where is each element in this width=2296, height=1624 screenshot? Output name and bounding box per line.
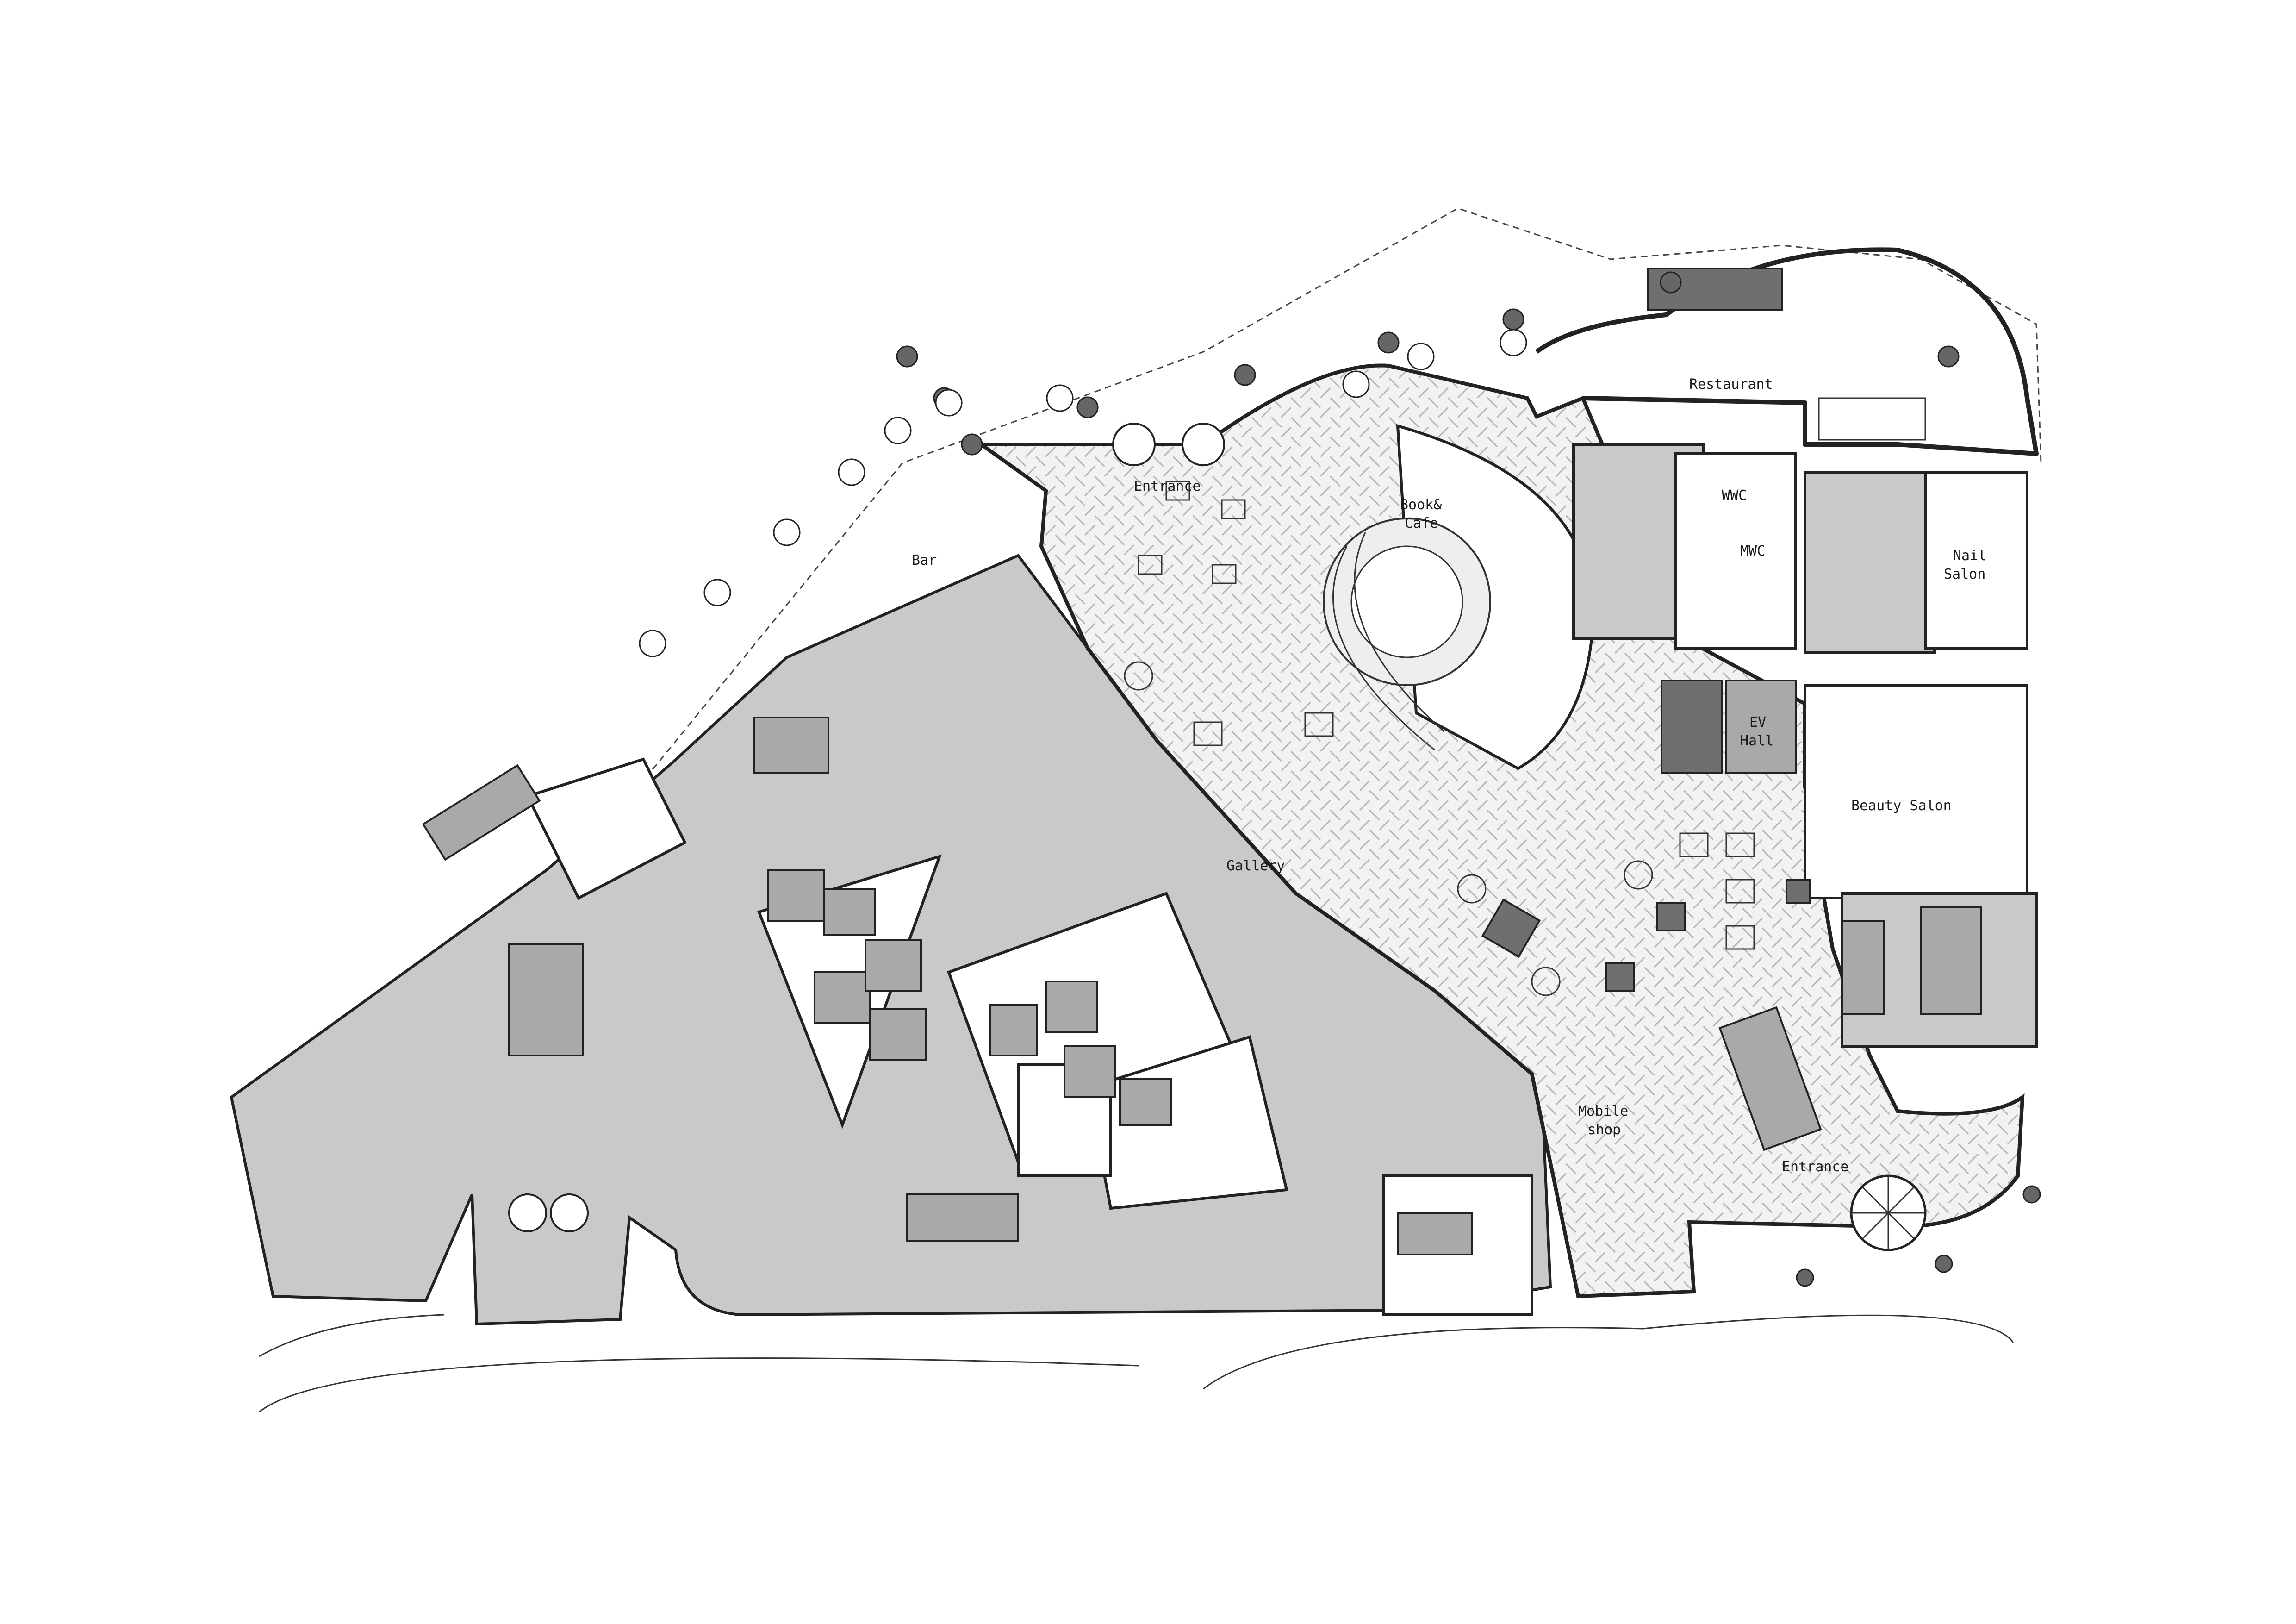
label-book-cafe-1: Book&	[1400, 497, 1442, 513]
escalator-icon	[422, 764, 541, 861]
escalator-south	[1718, 1006, 1822, 1151]
label-mobile-shop-2: shop	[1587, 1122, 1621, 1138]
label-restaurant: Restaurant	[1689, 376, 1773, 393]
label-ev-hall-1: EV	[1749, 714, 1766, 731]
label-gallery: Gallery	[1226, 858, 1285, 874]
book-cafe-area	[1323, 424, 1594, 770]
stair-icon	[753, 717, 829, 774]
elevator-icon	[508, 943, 584, 1056]
stair-icon	[1920, 906, 1982, 1015]
escalator-icon	[906, 1193, 1019, 1242]
label-nail-salon-1: Nail	[1953, 548, 1986, 564]
tree-icon	[896, 271, 2041, 1287]
revolving-door-icon	[508, 423, 1225, 1232]
label-ev-hall-2: Hall	[1740, 733, 1773, 749]
label-beauty-salon: Beauty Salon	[1851, 798, 1952, 814]
label-bar: Bar	[912, 552, 937, 568]
escalator-icon	[1718, 1006, 1822, 1151]
spiral-stair-icon	[1850, 1174, 1927, 1251]
label-nail-salon-2: Salon	[1944, 566, 1985, 582]
restaurant-wing	[1535, 247, 2039, 456]
label-book-cafe-2: Cafe	[1405, 515, 1438, 531]
stair-icon	[1397, 1212, 1473, 1255]
label-entrance-south: Entrance	[1782, 1159, 1849, 1175]
label-mobile-shop-1: Mobile	[1578, 1103, 1628, 1119]
label-wwc: WWC	[1722, 487, 1747, 504]
escalator-west	[422, 764, 541, 861]
central-core	[1572, 443, 2038, 1048]
lobby-furniture	[1124, 481, 1811, 996]
elevator-icon	[1661, 680, 1723, 774]
label-mwc: MWC	[1740, 543, 1765, 559]
service-cores	[508, 717, 1473, 1255]
table-set-icon	[639, 329, 1527, 657]
label-entrance-north: Entrance	[1134, 478, 1201, 494]
